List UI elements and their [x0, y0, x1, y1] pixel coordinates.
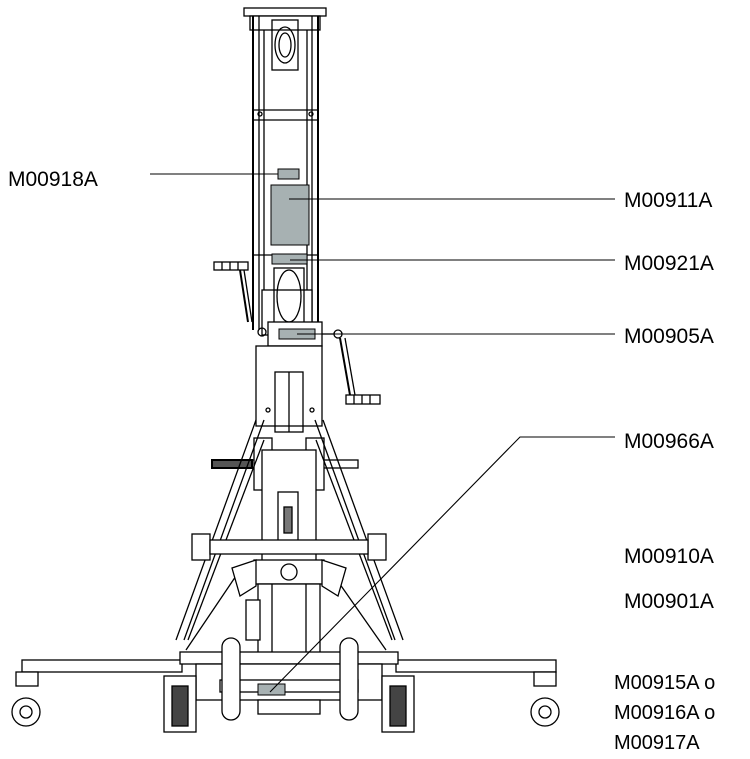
inner-wheels: [221, 637, 359, 721]
lower-mast: [255, 345, 323, 433]
winch-handle-left: [213, 261, 253, 323]
mast-top-cap: [243, 7, 327, 71]
winch-handle-right: [339, 337, 381, 405]
caster-left: [11, 671, 41, 727]
middle-cross-bar: [191, 533, 387, 561]
label-m00966a: M00966A: [624, 430, 714, 453]
label-m00921a: M00921A: [624, 252, 714, 275]
leg-jacks: [163, 675, 415, 733]
label-m00910a: M00910A: [624, 545, 714, 568]
label-m00916a: M00916A o: [614, 702, 715, 724]
label-plate-m00921a: [271, 253, 308, 265]
label-m00901a: M00901A: [624, 590, 714, 613]
label-plate-m00911a: [270, 184, 310, 246]
carriage: [231, 559, 347, 655]
label-m00917a: M00917A: [614, 732, 700, 754]
label-plate-m00918a: [277, 168, 300, 180]
label-m00911a: M00911A: [624, 189, 712, 212]
label-m00915a: M00915A o: [614, 672, 715, 694]
label-m00918a: M00918A: [8, 168, 98, 191]
label-m00905a: M00905A: [624, 325, 714, 348]
base-frame: [21, 651, 557, 715]
label-plate-m00966a: [257, 683, 286, 696]
leader-m00966a: [269, 436, 615, 693]
caster-right: [530, 671, 560, 727]
